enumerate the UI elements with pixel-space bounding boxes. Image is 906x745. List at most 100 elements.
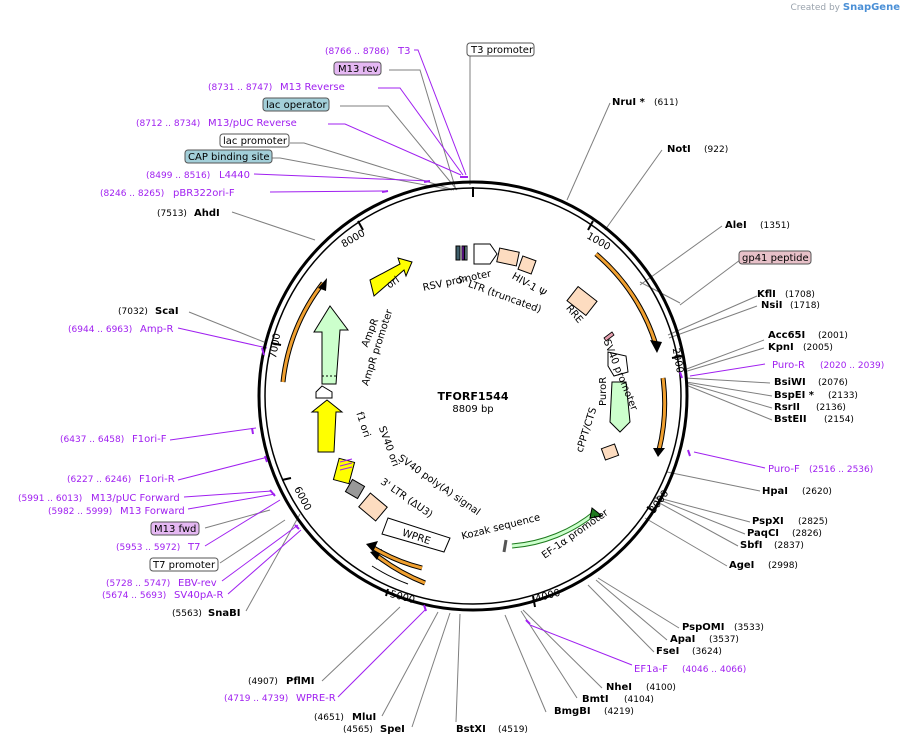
enzyme-position: (1351) [760,221,790,231]
enzyme-name: SnaBI [208,608,240,619]
enzyme-name: BspEI * [774,390,815,401]
primer-name: T3 [397,46,410,57]
enzyme-name: MluI [352,712,376,723]
enzyme-name: BstXI [456,724,486,735]
enzyme-labels: NruI * (611) NotI (922) AleI (1351) KflI… [118,97,858,735]
feature-m13-rev: M13 rev [338,64,379,75]
enzyme-position: (2005) [803,343,833,353]
inner-feature-labels: RSV promoter 5' LTR (truncated) HIV-1 Ψ … [353,268,639,561]
enzyme-name: Acc65I [768,330,805,341]
primer-position: (6437 .. 6458) [60,435,124,445]
primer-name: WPRE-R [296,693,336,704]
enzyme-name: AgeI [729,560,754,571]
enzyme-position: (2001) [818,331,848,341]
feature-callouts: T3 promoter M13 rev lac operator lac pro… [149,42,812,572]
primer-position: (5674 .. 5693) [102,591,166,601]
enzyme-name: SbfI [740,540,762,551]
feature-label-puror: PuroR [598,377,609,406]
enzyme-name: AleI [725,220,747,231]
enzyme-position: (2620) [802,487,832,497]
feature-label-sv40pa: SV40 poly(A) signal [396,453,482,518]
primer-position: (2020 .. 2039) [820,361,884,371]
primer-labels: (8766 .. 8786) T3 (8731 .. 8747) M13 Rev… [18,46,884,704]
primer-marks [251,176,691,625]
primer-name: EBV-rev [178,578,217,589]
leader-lines [169,49,773,728]
primer-name: F1ori-F [132,434,167,445]
primer-name: pBR322ori-F [173,188,235,199]
enzyme-name: BstEII [774,414,807,425]
enzyme-name: BsiWI [774,377,806,388]
outer-features [280,252,668,586]
snapgene-credit: Created by SnapGene [790,2,900,13]
enzyme-position: (1718) [790,301,820,311]
primer-name: Amp-R [140,324,174,335]
enzyme-name: BmgBI [554,706,591,717]
enzyme-name: KflI [757,289,776,300]
inner-features [310,243,631,585]
enzyme-name: ScaI [155,306,179,317]
primer-position: (6227 .. 6246) [67,475,131,485]
feature-lac-operator: lac operator [266,100,327,111]
primer-position: (8731 .. 8747) [208,83,272,93]
primer-position: (8499 .. 8516) [146,171,210,181]
enzyme-position: (3537) [709,635,739,645]
primer-position: (8246 .. 8265) [100,189,164,199]
feature-gp41-peptide: gp41 peptide [742,253,809,264]
enzyme-name: PspXI [752,516,784,527]
primer-name: L4440 [219,170,250,181]
enzyme-name: PaqCI [747,528,779,539]
primer-position: (8766 .. 8786) [325,47,389,57]
enzyme-position: (2136) [816,403,846,413]
enzyme-name: KpnI [768,342,794,353]
enzyme-name: NheI [606,682,632,693]
enzyme-position: (4651) [314,713,344,723]
primer-name: M13 Reverse [280,82,345,93]
enzyme-name: SpeI [380,724,405,735]
primer-name: SV40pA-R [174,590,223,601]
enzyme-name: BmtI [582,694,609,705]
feature-label-sv40-ori: SV40 ori [376,425,401,468]
primer-position: (6944 .. 6963) [68,325,132,335]
primer-name: Puro-F [768,464,800,475]
primer-position: (5728 .. 5747) [106,579,170,589]
enzyme-name: FseI [656,646,679,657]
enzyme-position: (922) [704,145,728,155]
primer-name: M13 Forward [120,506,185,517]
tick-label: 5000 [389,589,416,606]
feature-m13-fwd: M13 fwd [154,524,196,535]
enzyme-position: (4907) [248,677,278,687]
tick-label: 6000 [291,485,313,513]
enzyme-position: (2998) [768,561,798,571]
enzyme-position: (2825) [798,517,828,527]
enzyme-name: NruI * [612,97,646,108]
enzyme-name: ApaI [670,634,695,645]
enzyme-position: (1708) [785,290,815,300]
enzyme-name: NsiI [761,300,782,311]
plasmid-name: TFORF1544 [438,390,509,403]
feature-cap-binding-site: CAP binding site [188,152,270,163]
feature-label-cppt: cPPT/CTS [575,406,600,454]
primer-position: (8712 .. 8734) [136,119,200,129]
enzyme-name: AhdI [194,208,220,219]
primer-name: M13/pUC Reverse [208,118,297,129]
feature-label-kozak: Kozak sequence [460,512,541,542]
enzyme-position: (2133) [828,391,858,401]
snapgene-logo: SnapGene [842,2,900,13]
enzyme-name: RsrII [774,402,800,413]
enzyme-name: PflMI [286,676,314,687]
feature-label-f1-ori: f1 ori [353,411,372,439]
enzyme-position: (2076) [818,378,848,388]
enzyme-position: (4519) [498,725,528,735]
enzyme-position: (2837) [774,541,804,551]
enzyme-position: (3624) [692,647,722,657]
enzyme-position: (7513) [157,209,187,219]
enzyme-position: (4104) [624,695,654,705]
enzyme-position: (2154) [824,415,854,425]
enzyme-position: (611) [654,98,678,108]
enzyme-position: (4565) [343,725,373,735]
tick-label: 4000 [534,588,561,605]
feature-t7-promoter: T7 promoter [152,560,216,571]
primer-name: F1ori-R [139,474,175,485]
